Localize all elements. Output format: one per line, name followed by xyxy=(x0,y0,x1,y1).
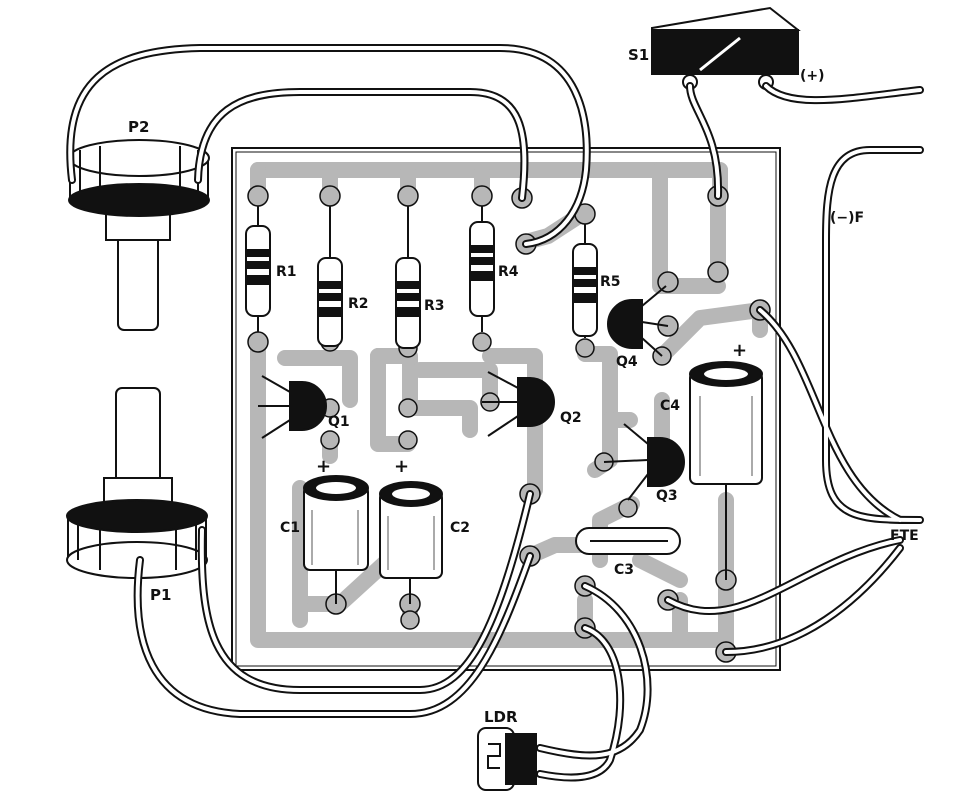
label-r3: R3 xyxy=(424,298,445,314)
label-fte: FTE xyxy=(890,528,919,544)
label-r1: R1 xyxy=(276,264,297,280)
label-p2: P2 xyxy=(128,118,149,136)
label-c3: C3 xyxy=(614,562,634,578)
label-q2: Q2 xyxy=(560,410,582,426)
label-r4: R4 xyxy=(498,264,519,280)
label-c1: C1 xyxy=(280,520,300,536)
capacitor-c2 xyxy=(379,481,443,604)
transistor-q1 xyxy=(258,375,327,439)
transistor-q3 xyxy=(603,423,685,501)
capacitor-c3 xyxy=(575,527,681,555)
label-p1: P1 xyxy=(150,586,171,604)
label-q4: Q4 xyxy=(616,354,638,370)
potentiometer-p1 xyxy=(66,387,208,579)
resistor-r1 xyxy=(245,206,271,332)
transistor-q4 xyxy=(607,285,669,357)
label-q3: Q3 xyxy=(656,488,678,504)
label-q1: Q1 xyxy=(328,414,350,430)
switch-s1 xyxy=(651,6,801,90)
label-plus-c2: + xyxy=(394,456,409,477)
capacitor-c4 xyxy=(689,361,763,580)
label-minus-supply: (−)F xyxy=(830,210,864,226)
resistor-r5 xyxy=(572,224,598,338)
label-ldr: LDR xyxy=(484,708,518,726)
component-labels: S1 (+) (−)F FTE P2 P1 R1 R2 R3 R4 R5 Q1 … xyxy=(128,46,919,726)
resistor-r3 xyxy=(395,206,421,349)
capacitor-c1 xyxy=(303,475,369,604)
label-plus-supply: (+) xyxy=(800,68,825,84)
ldr-sensor xyxy=(477,727,537,791)
label-r2: R2 xyxy=(348,296,369,312)
label-c2: C2 xyxy=(450,520,470,536)
label-c4: C4 xyxy=(660,398,680,414)
label-r5: R5 xyxy=(600,274,621,290)
transistor-q2 xyxy=(482,371,555,437)
label-plus-c1: + xyxy=(316,456,331,477)
label-plus-c4: + xyxy=(732,340,747,361)
potentiometer-p2 xyxy=(68,139,210,331)
wires-highlight xyxy=(68,46,922,780)
resistor-r4 xyxy=(469,206,495,332)
resistor-r2 xyxy=(317,206,343,347)
label-s1: S1 xyxy=(628,46,649,64)
